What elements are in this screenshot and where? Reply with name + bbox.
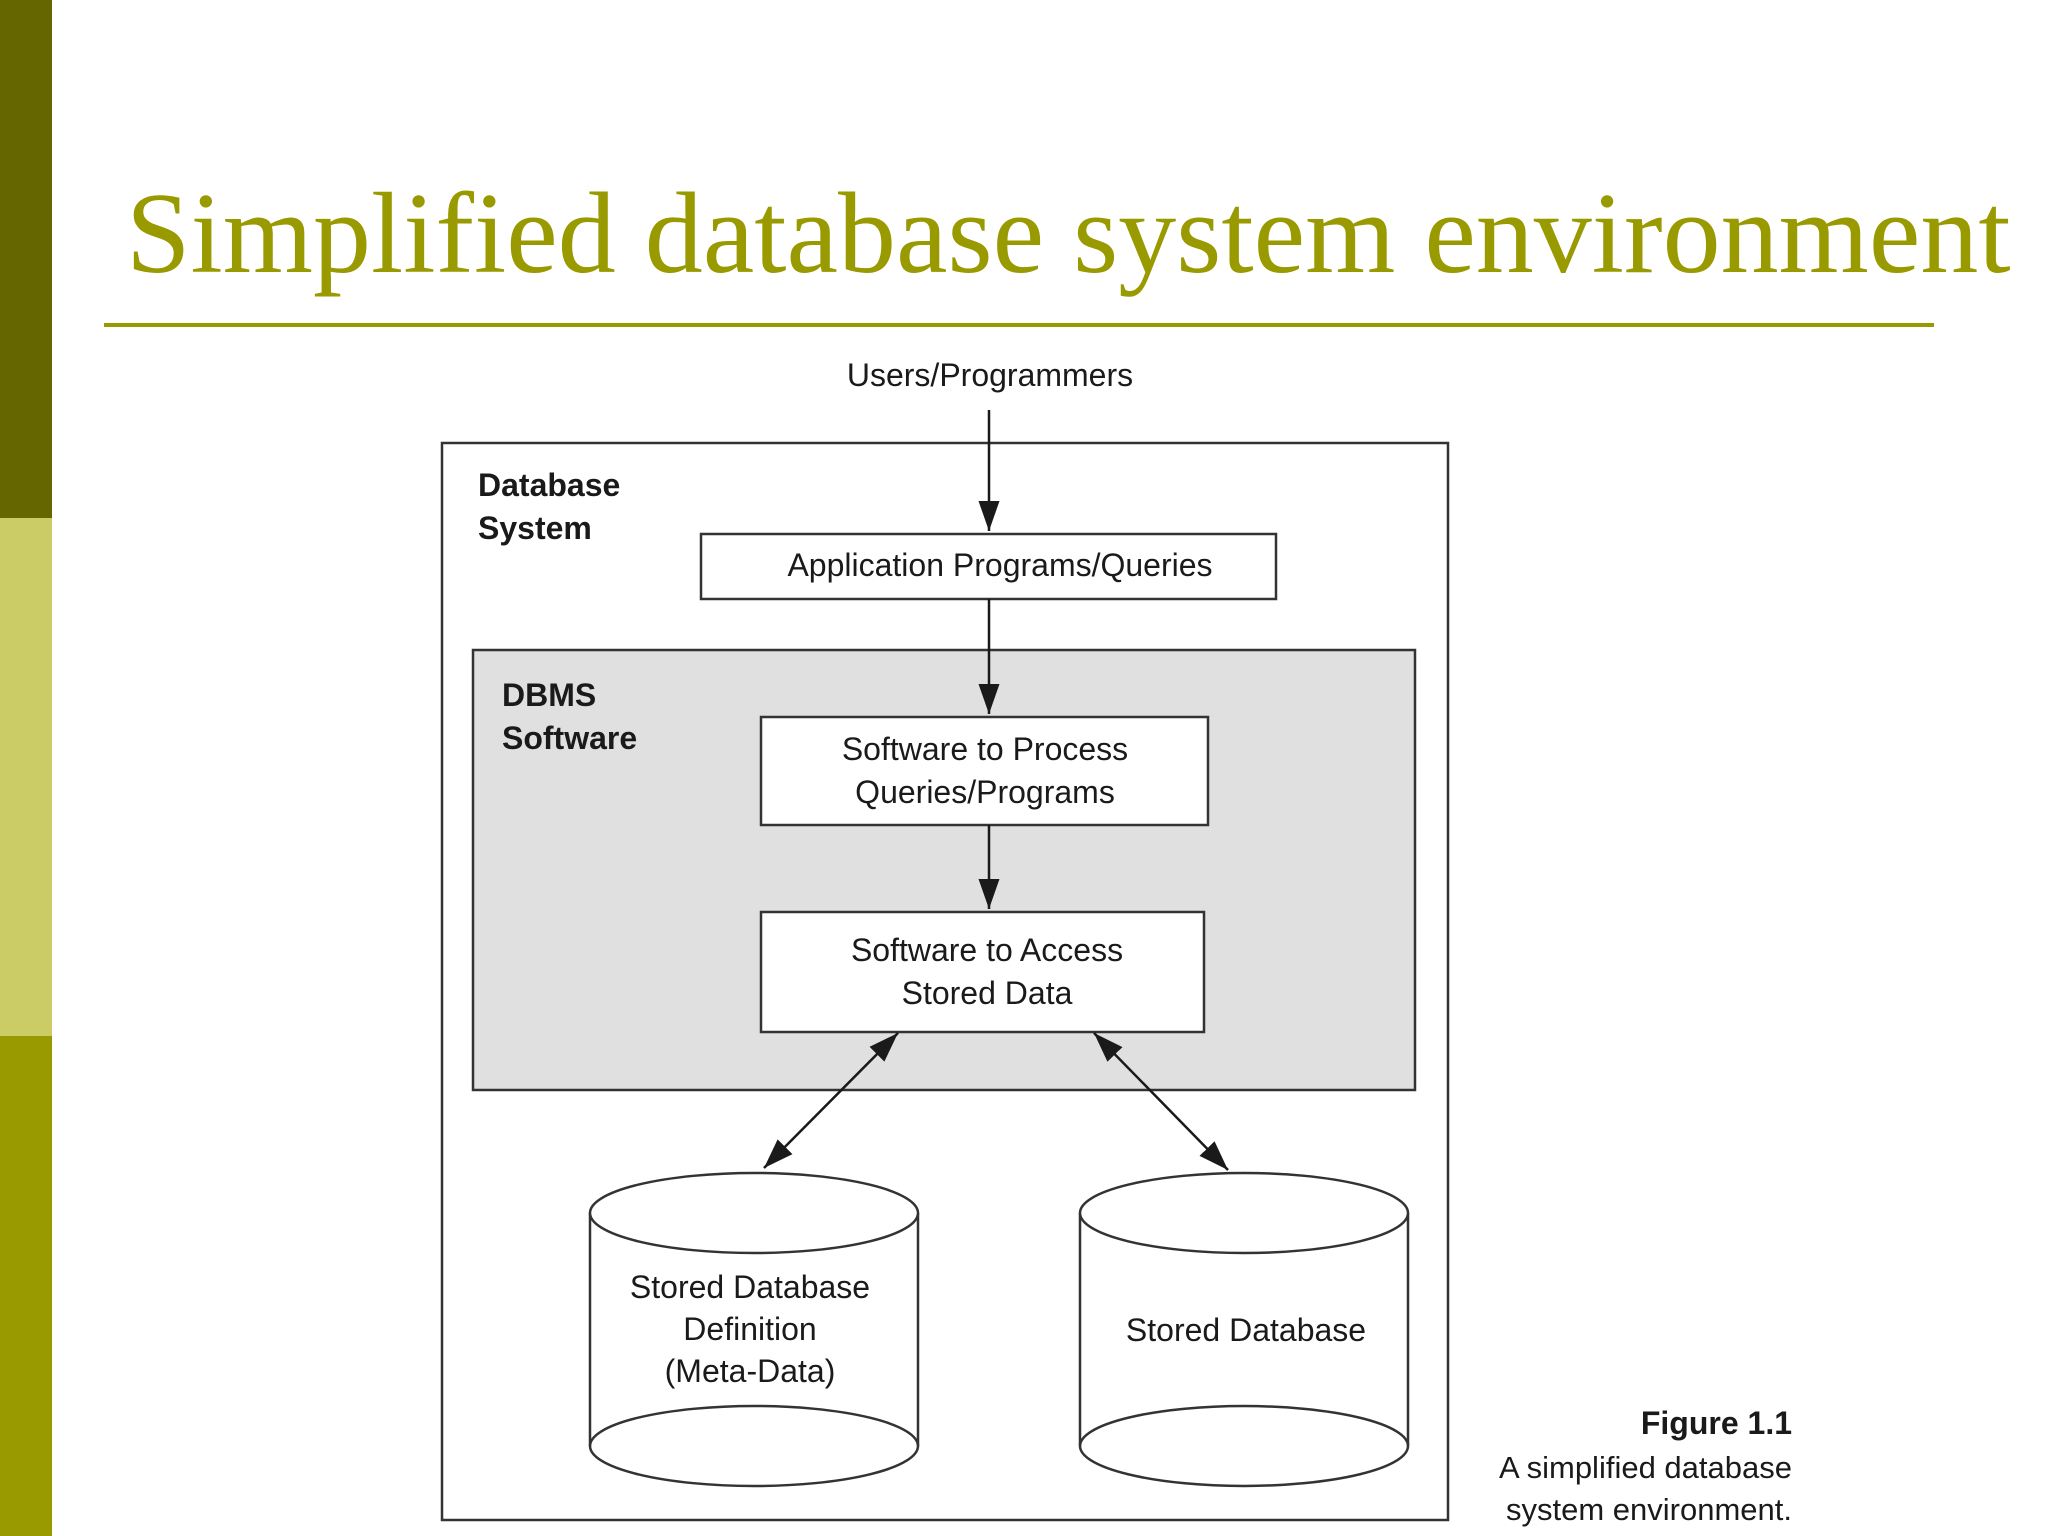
side-bar-top: [0, 0, 52, 518]
database-store-label: Stored Database: [1126, 1312, 1366, 1348]
users-programmers-label: Users/Programmers: [847, 357, 1133, 393]
application-programs-box: [699, 532, 1278, 601]
arrow-access-to-database: [1093, 1032, 1229, 1171]
database-system-label-line-2: System: [478, 510, 592, 546]
access-box-label-line-1: Software to Access: [851, 932, 1123, 968]
metadata-store-label-line-3: (Meta-Data): [665, 1353, 836, 1389]
access-box-label-line-2: Stored Data: [902, 975, 1073, 1011]
process-box-label-line-1: Software to Process: [842, 731, 1128, 767]
application-programs-label: Application Programs/Queries: [787, 547, 1212, 583]
dbms-label-line-1: DBMS: [502, 677, 596, 713]
figure-caption-line-2: system environment.: [1506, 1492, 1792, 1527]
metadata-store-label-line-1: Stored Database: [630, 1269, 870, 1305]
figure-caption-line-1: A simplified database: [1499, 1450, 1792, 1485]
metadata-store-cylinder: [588, 1171, 920, 1488]
side-bar-middle: [0, 518, 52, 1036]
database-system-label-line-1: Database: [478, 467, 620, 503]
slide-title: Simplified database system environment: [126, 170, 2011, 298]
process-queries-box: [759, 715, 1210, 827]
arrow-access-to-metadata: [763, 1032, 899, 1169]
side-bar-bottom: [0, 1036, 52, 1536]
process-box-label-line-2: Queries/Programs: [855, 774, 1115, 810]
dbms-label-line-2: Software: [502, 720, 637, 756]
metadata-store-label-line-2: Definition: [683, 1311, 816, 1347]
access-data-box: [759, 910, 1206, 1034]
database-store-cylinder: [1078, 1171, 1410, 1488]
title-underline: [104, 323, 1934, 327]
figure-label: Figure 1.1: [1641, 1405, 1792, 1441]
